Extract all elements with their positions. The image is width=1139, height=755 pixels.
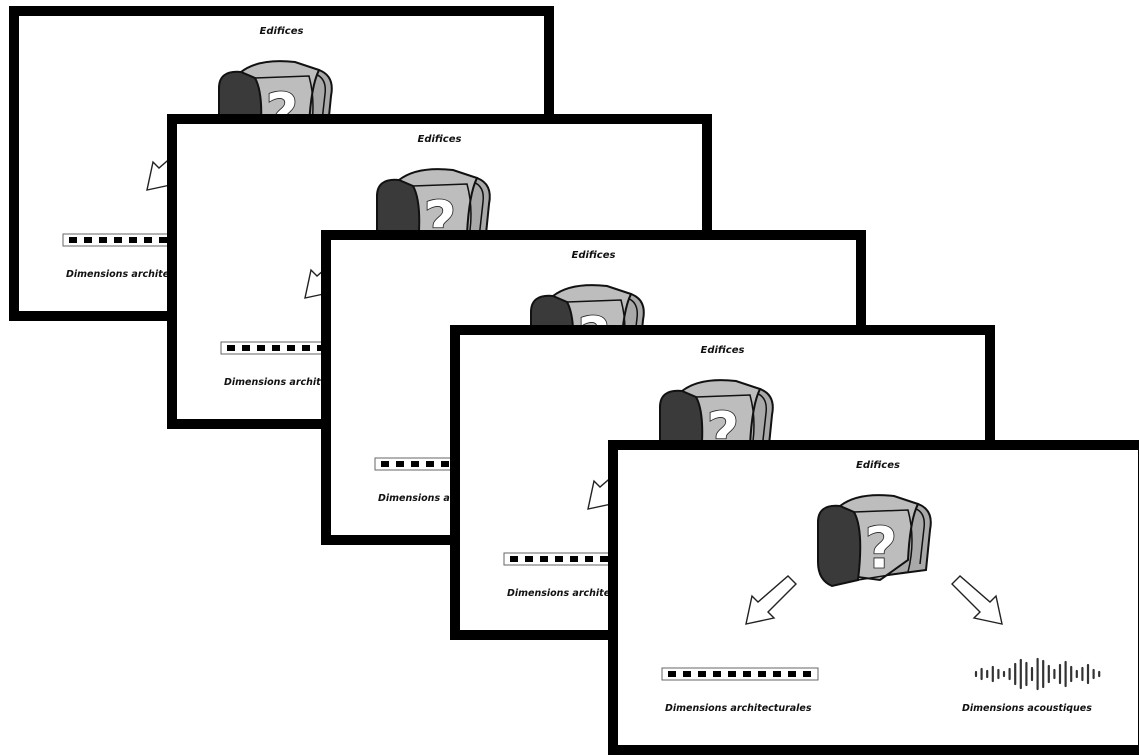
architectural-dimensions-label: Dimensions architecturales bbox=[66, 269, 213, 280]
ruler-dash bbox=[668, 671, 676, 677]
ruler-dash bbox=[713, 671, 721, 677]
arrow-left-down-icon bbox=[745, 575, 797, 625]
ruler-dash bbox=[381, 461, 389, 467]
architectural-dimensions-label: Dimensions architecturales bbox=[224, 377, 371, 388]
ruler-dash bbox=[396, 461, 404, 467]
ruler-dash bbox=[728, 671, 736, 677]
ruler-dash bbox=[129, 237, 137, 243]
ruler-dash bbox=[555, 556, 563, 562]
architectural-dimensions-label: Dimensions architecturales bbox=[507, 588, 654, 599]
ruler-dash bbox=[788, 671, 796, 677]
ruler-dash bbox=[287, 345, 295, 351]
ruler-dash bbox=[69, 237, 77, 243]
ruler-dash bbox=[441, 461, 449, 467]
architectural-dimensions-label: Dimensions architecturales bbox=[665, 703, 812, 714]
ruler-dash bbox=[773, 671, 781, 677]
ruler-dash bbox=[302, 345, 310, 351]
ruler-dash bbox=[144, 237, 152, 243]
ruler-dash bbox=[257, 345, 265, 351]
slide-illustration: ? bbox=[661, 494, 1101, 691]
slide-title: Edifices bbox=[259, 26, 304, 37]
ruler-dash bbox=[683, 671, 691, 677]
ruler-dash bbox=[227, 345, 235, 351]
ruler-dash bbox=[114, 237, 122, 243]
slide-title: Edifices bbox=[700, 345, 745, 356]
ruler-dash bbox=[84, 237, 92, 243]
ruler-dash bbox=[600, 556, 608, 562]
ruler-dash bbox=[99, 237, 107, 243]
ruler-dash bbox=[242, 345, 250, 351]
ruler-dash bbox=[426, 461, 434, 467]
mystery-building-icon: ? bbox=[817, 494, 932, 588]
question-mark: ? bbox=[864, 514, 898, 582]
ruler-dash bbox=[411, 461, 419, 467]
ruler-dash bbox=[159, 237, 167, 243]
dashed-ruler-icon bbox=[661, 667, 819, 681]
ruler-dash bbox=[540, 556, 548, 562]
ruler-dash bbox=[743, 671, 751, 677]
slide-title: Edifices bbox=[571, 250, 616, 261]
acoustic-dimensions-label: Dimensions acoustiques bbox=[962, 703, 1092, 714]
ruler-dash bbox=[698, 671, 706, 677]
ruler-dash bbox=[570, 556, 578, 562]
ruler-dash bbox=[272, 345, 280, 351]
slide-title: Edifices bbox=[856, 460, 900, 471]
slide-card-5: Edifices ? Dimensions architectura bbox=[608, 440, 1139, 755]
ruler-dash bbox=[758, 671, 766, 677]
slide-title: Edifices bbox=[417, 134, 462, 145]
ruler-dash bbox=[510, 556, 518, 562]
ruler-dash bbox=[525, 556, 533, 562]
ruler-dash bbox=[585, 556, 593, 562]
ruler-dash bbox=[803, 671, 811, 677]
sound-waveform-icon bbox=[974, 657, 1101, 691]
arrow-right-down-icon bbox=[951, 575, 1003, 625]
